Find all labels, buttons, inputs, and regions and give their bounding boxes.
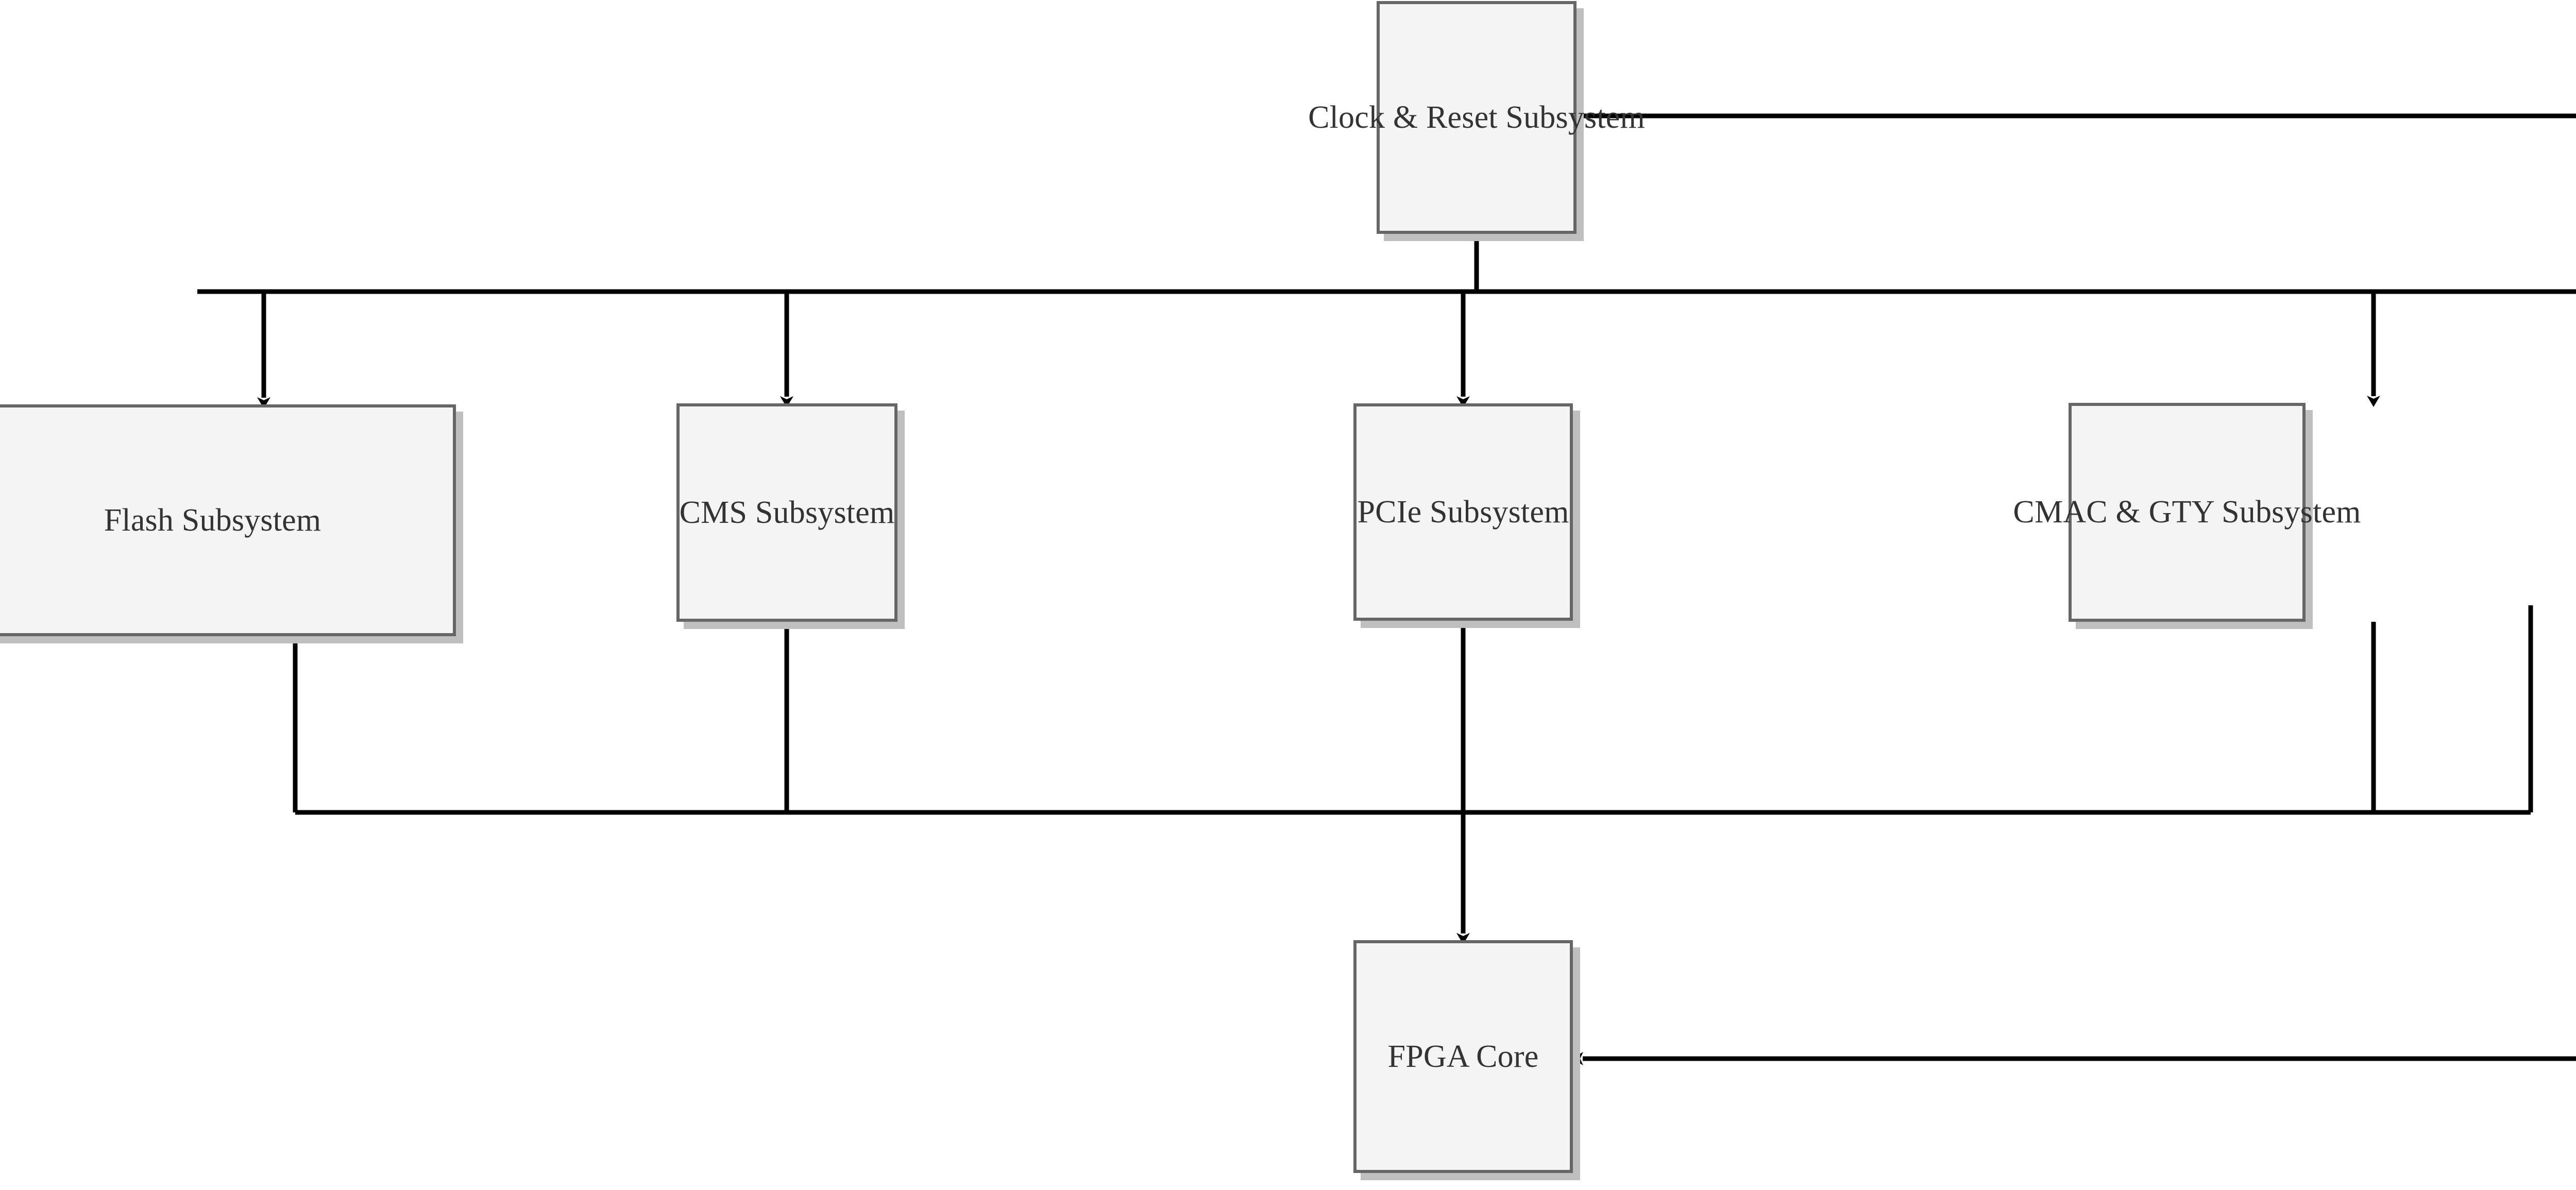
node-fpga-core[interactable]: FPGA Core xyxy=(1353,940,1573,1173)
node-flash-subsystem[interactable]: Flash Subsystem xyxy=(0,404,456,636)
node-cmac-gty-subsystem[interactable]: CMAC & GTY Subsystem xyxy=(2013,403,2361,622)
node-label: CMAC & GTY Subsystem xyxy=(2013,495,2361,530)
node-label: CMS Subsystem xyxy=(679,495,895,530)
node-label: Flash Subsystem xyxy=(104,502,321,538)
edge-clock-to-bus xyxy=(197,234,2576,294)
node-label: PCIe Subsystem xyxy=(1357,494,1569,530)
node-label: Clock & Reset Subsystem xyxy=(1308,99,1645,135)
node-cms-subsystem[interactable]: CMS Subsystem xyxy=(676,403,897,622)
node-pcie-subsystem[interactable]: PCIe Subsystem xyxy=(1353,403,1573,621)
node-clock-reset-subsystem[interactable]: Clock & Reset Subsystem xyxy=(1308,1,1645,234)
node-label: FPGA Core xyxy=(1387,1039,1539,1074)
